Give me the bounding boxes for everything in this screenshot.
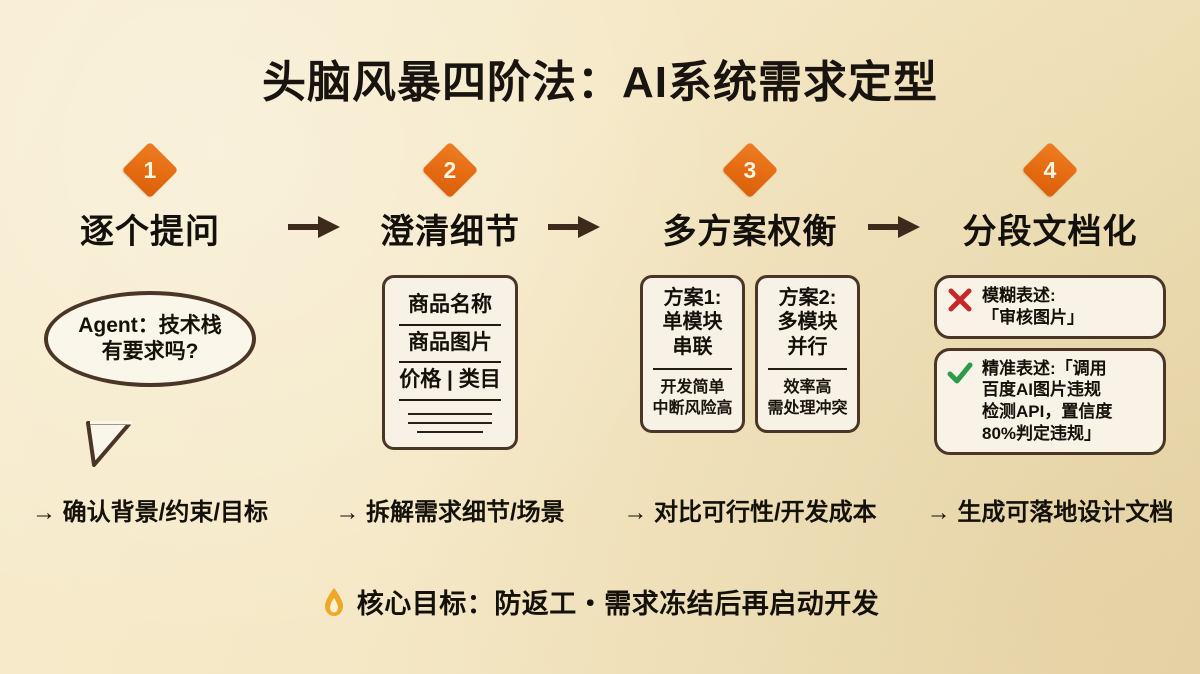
precise-example-pill: 精准表述:「调用 百度AI图片违规 检测API，置信度 80%判定违规」 bbox=[934, 347, 1166, 455]
option-2-note-line-1: 效率高 bbox=[783, 379, 832, 397]
speech-bubble-line-1: Agent：技术栈 bbox=[78, 313, 222, 337]
option-2-heading: 方案2: 多模块 并行 bbox=[764, 286, 851, 359]
precise-example-line-2: 百度AI图片违规 bbox=[982, 380, 1101, 400]
speech-bubble-wrap: Agent：技术栈 有要求吗? bbox=[44, 291, 256, 467]
vague-example-line-2: 「审核图片」 bbox=[982, 307, 1084, 327]
flow-arrow-2 bbox=[548, 212, 602, 242]
option-1-note-line-2: 中断风险高 bbox=[652, 399, 733, 417]
step-title-4: 分段文档化 bbox=[962, 213, 1138, 251]
requirement-row-1: 商品名称 bbox=[399, 288, 501, 326]
precise-example-line-3: 检测API，置信度 bbox=[982, 402, 1113, 421]
option-1-heading: 方案1: 单模块 串联 bbox=[649, 286, 736, 359]
speech-bubble: Agent：技术栈 有要求吗? bbox=[44, 291, 256, 387]
precise-example-line-1: 精准表述:「调用 bbox=[982, 358, 1107, 378]
step-badge-2: 2 bbox=[421, 141, 479, 199]
step-column-2: 2 澄清细节 商品名称 商品图片 价格 | 类目 bbox=[300, 141, 600, 550]
flame-icon bbox=[321, 587, 347, 617]
requirement-row-2: 商品图片 bbox=[399, 326, 501, 364]
step-panel-2: 商品名称 商品图片 价格 | 类目 bbox=[300, 275, 600, 465]
step-panel-4: 模糊表述: 「审核图片」 精准表述:「调用 百度AI图片违规 bbox=[900, 275, 1200, 465]
cross-icon bbox=[947, 287, 973, 313]
option-1-divider bbox=[653, 368, 732, 371]
step-panel-1: Agent：技术栈 有要求吗? bbox=[0, 275, 300, 467]
step-column-4: 4 分段文档化 模糊表述: 「审核图片」 bbox=[900, 141, 1200, 550]
speech-bubble-line-2: 有要求吗? bbox=[101, 340, 199, 363]
option-1-heading-line-3: 串联 bbox=[672, 335, 713, 358]
precise-example-line-4: 80%判定违规」 bbox=[982, 423, 1102, 443]
caption-step-4: → 生成可落地设计文档 bbox=[926, 499, 1174, 526]
caption-step-1: → 确认背景/约束/目标 bbox=[31, 499, 268, 526]
card-placeholder-line-1 bbox=[408, 413, 492, 416]
precise-example-text: 精准表述:「调用 百度AI图片违规 检测API，置信度 80%判定违规」 bbox=[982, 358, 1112, 445]
option-2-heading-line-2: 多模块 bbox=[777, 311, 838, 334]
flow-arrow-1 bbox=[288, 212, 342, 242]
option-2-note-line-2: 需处理冲突 bbox=[767, 399, 848, 417]
option-1-heading-line-2: 单模块 bbox=[662, 311, 723, 334]
option-2-note: 效率高 需处理冲突 bbox=[764, 378, 851, 420]
step-title-2: 澄清细节 bbox=[380, 213, 520, 251]
step-number-3: 3 bbox=[743, 156, 757, 183]
option-2-divider bbox=[768, 368, 847, 371]
speech-bubble-text: Agent：技术栈 有要求吗? bbox=[70, 313, 230, 366]
documentation-examples: 模糊表述: 「审核图片」 精准表述:「调用 百度AI图片违规 bbox=[934, 275, 1166, 455]
card-placeholder-lines bbox=[399, 413, 501, 434]
option-1-note-line-1: 开发简单 bbox=[660, 379, 725, 397]
requirements-card: 商品名称 商品图片 价格 | 类目 bbox=[382, 275, 518, 451]
step-number-2: 2 bbox=[443, 156, 457, 183]
option-1-note: 开发简单 中断风险高 bbox=[649, 378, 736, 420]
requirement-row-3: 价格 | 类目 bbox=[399, 363, 501, 402]
flow-arrow-3 bbox=[868, 212, 922, 242]
option-2-heading-line-3: 并行 bbox=[787, 335, 828, 358]
vague-example-pill: 模糊表述: 「审核图片」 bbox=[934, 275, 1166, 339]
step-panel-3: 方案1: 单模块 串联 开发简单 中断风险高 方案2: bbox=[600, 275, 900, 465]
option-card-2: 方案2: 多模块 并行 效率高 需处理冲突 bbox=[755, 275, 860, 433]
steps-row: 1 逐个提问 Agent：技术栈 有要求吗? bbox=[0, 141, 1200, 550]
option-1-heading-line-1: 方案1: bbox=[663, 287, 722, 309]
step-title-3: 多方案权衡 bbox=[662, 213, 838, 251]
step-number-1: 1 bbox=[143, 156, 157, 183]
card-placeholder-line-3 bbox=[417, 431, 483, 434]
step-column-1: 1 逐个提问 Agent：技术栈 有要求吗? bbox=[0, 141, 300, 550]
vague-example-line-1: 模糊表述: bbox=[982, 286, 1056, 305]
step-column-3: 3 多方案权衡 方案1: 单模块 串联 开发简单 中断风险高 bbox=[600, 141, 900, 550]
footer-goal: 核心目标：防返工・需求冻结后再启动开发 bbox=[0, 582, 1200, 621]
page-title: 头脑风暴四阶法：AI系统需求定型 bbox=[262, 58, 938, 107]
step-number-4: 4 bbox=[1043, 156, 1057, 183]
check-icon bbox=[947, 360, 973, 386]
caption-step-3: → 对比可行性/开发成本 bbox=[623, 499, 877, 526]
captions-row: → 确认背景/约束/目标 → 拆解需求细节/场景 → 对比可行性/开发成本 → … bbox=[0, 492, 1200, 527]
options-group: 方案1: 单模块 串联 开发简单 中断风险高 方案2: bbox=[640, 275, 860, 433]
vague-example-text: 模糊表述: 「审核图片」 bbox=[982, 285, 1084, 329]
card-placeholder-line-2 bbox=[408, 422, 492, 425]
step-badge-3: 3 bbox=[721, 141, 779, 199]
step-title-1: 逐个提问 bbox=[80, 213, 220, 251]
step-badge-1: 1 bbox=[121, 141, 179, 199]
footer-goal-text: 核心目标：防返工・需求冻结后再启动开发 bbox=[356, 589, 880, 619]
option-2-heading-line-1: 方案2: bbox=[778, 287, 837, 309]
step-badge-4: 4 bbox=[1021, 141, 1079, 199]
option-card-1: 方案1: 单模块 串联 开发简单 中断风险高 bbox=[640, 275, 745, 433]
caption-step-2: → 拆解需求细节/场景 bbox=[335, 499, 565, 526]
